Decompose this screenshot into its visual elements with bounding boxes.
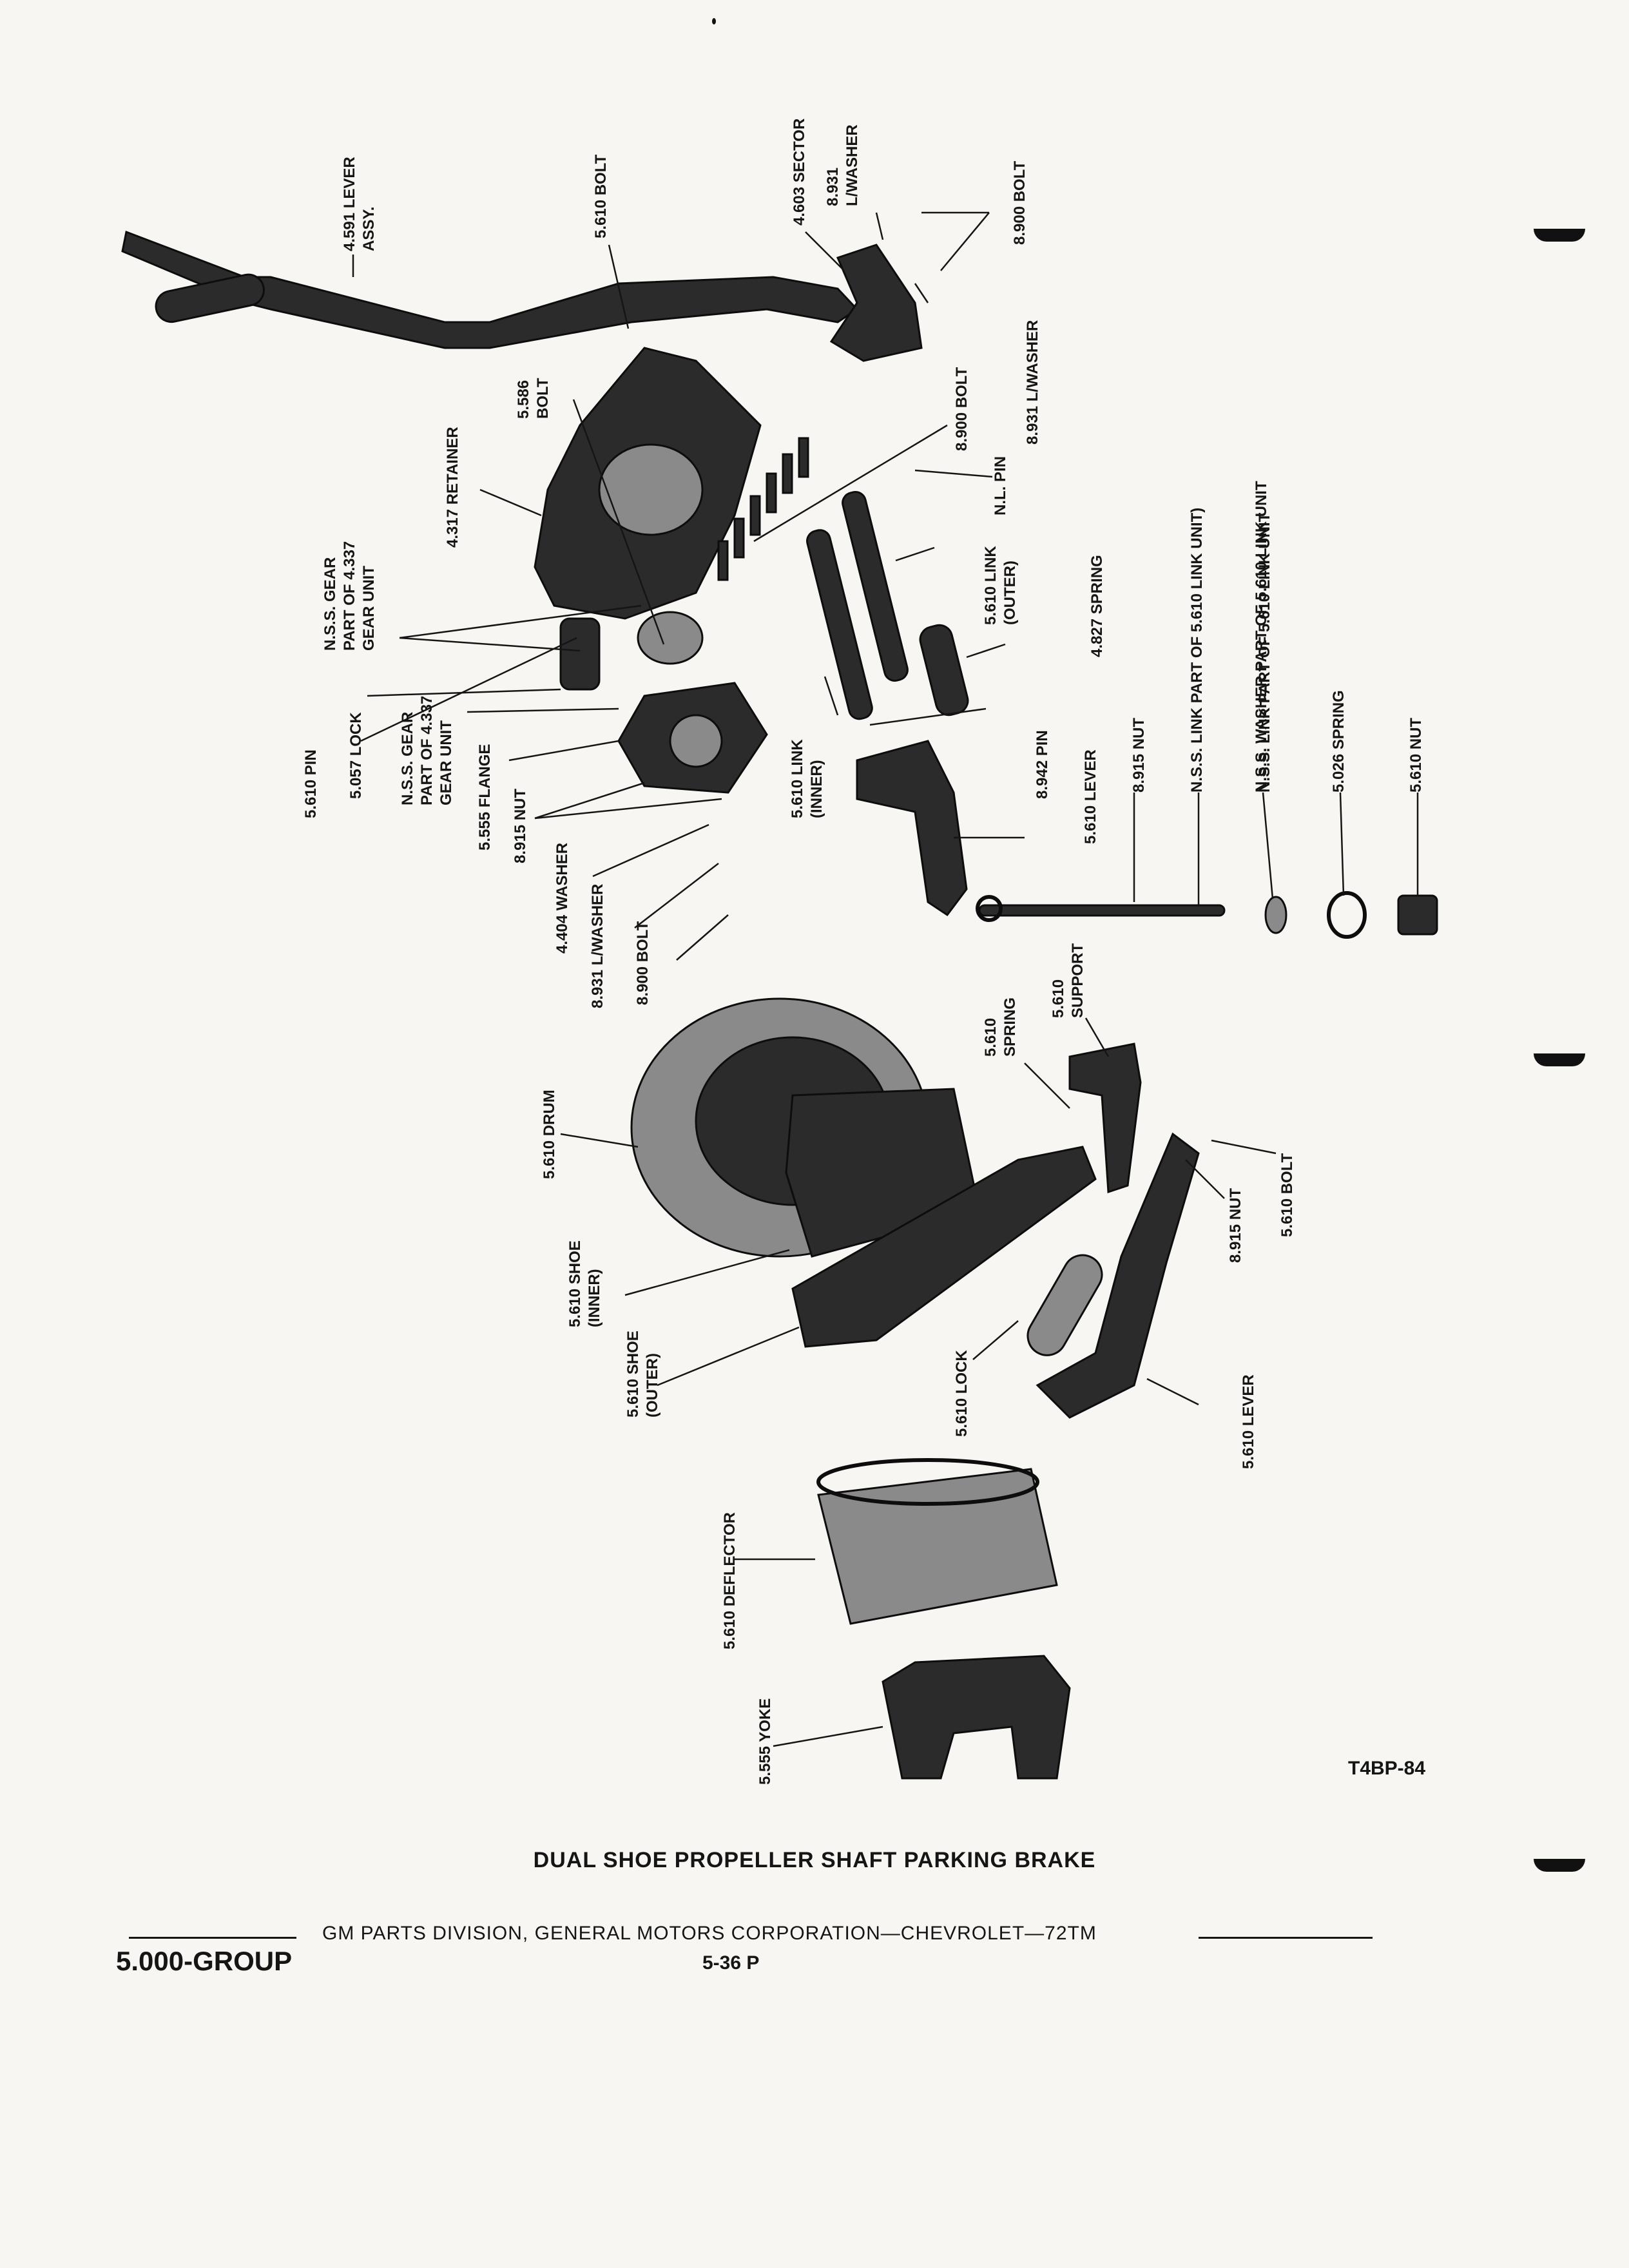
gear-ring	[637, 611, 704, 665]
mid-lever	[856, 740, 968, 917]
callout-nss-link-unit-b: N.S.S. LINK PART OF 5.610 LINK UNIT	[1256, 512, 1273, 793]
callout-lock-610: 5.610 LOCK	[953, 1350, 970, 1437]
callout-bolt-900-top: 8.900 BOLT	[1011, 160, 1028, 245]
flange-hub	[669, 714, 723, 768]
retainer-bore	[598, 443, 704, 536]
callout-bolt-610-lower: 5.610 BOLT	[1278, 1153, 1296, 1237]
deflector	[817, 1468, 1058, 1625]
leader-lines	[352, 211, 1419, 1747]
footer-rule-left	[129, 1937, 296, 1939]
rod-hook	[976, 895, 1003, 922]
binding-mark	[1534, 229, 1585, 242]
callout-shoe-inner: 5.610 SHOE(INNER)	[566, 1240, 603, 1327]
callout-nss-washer: N.S.S. WASHER PART OF 5.610 LINK UNIT	[1253, 481, 1270, 793]
callout-lever-610-low: 5.610 LEVER	[1240, 1374, 1257, 1469]
nut-610-part	[1397, 894, 1438, 936]
callout-yoke: 5.555 YOKE	[757, 1698, 774, 1785]
callout-nut-610: 5.610 NUT	[1407, 718, 1425, 793]
figure-title: DUAL SHOE PROPELLER SHAFT PARKING BRAKE	[533, 1848, 1096, 1872]
callout-lwasher-931-low: 8.931 L/WASHER	[589, 884, 606, 1008]
callout-lwasher-right: 8.931 L/WASHER	[1024, 320, 1041, 445]
bolt-cluster	[717, 437, 809, 581]
callout-pin-610: 5.610 PIN	[302, 749, 320, 818]
link-inner	[806, 529, 873, 720]
lever-handle	[155, 273, 265, 323]
callout-retainer: 4.317 RETAINER	[444, 427, 461, 548]
shoe-outer	[791, 1146, 1097, 1348]
callout-link-outer: 5.610 LINK(OUTER)	[982, 546, 1019, 625]
speck	[712, 18, 716, 24]
page-number: 5-36 P	[702, 1952, 760, 1974]
spring-827	[919, 624, 969, 716]
sector	[829, 244, 923, 362]
callout-sector: 4.603 SECTOR	[791, 119, 808, 226]
callout-lever-610-mid: 5.610 LEVER	[1082, 749, 1099, 844]
spring-026-part	[1327, 891, 1367, 939]
callout-nut-915-left: 8.915 NUT	[512, 789, 529, 863]
parts-artwork	[121, 230, 1438, 1780]
callout-nut-915-right: 8.915 NUT	[1130, 718, 1148, 793]
support	[1068, 1043, 1142, 1194]
callout-lock-057: 5.057 LOCK	[347, 712, 365, 799]
callout-bolt-top: 5.610 BOLT	[592, 154, 610, 238]
binding-mark	[1534, 1859, 1585, 1872]
lock-pins	[1027, 1254, 1103, 1356]
callout-link-inner: 5.610 LINK(INNER)	[789, 739, 825, 818]
callout-nss-link-unit-a: N.S.S. LINK PART OF 5.610 LINK UNIT)	[1188, 508, 1206, 793]
link-rod	[978, 904, 1226, 917]
washer-part	[1264, 896, 1287, 934]
binding-mark	[1534, 1053, 1585, 1066]
yoke	[882, 1655, 1071, 1780]
callout-nl-pin: N.L. PIN	[992, 456, 1009, 515]
callout-pin-942: 8.942 PIN	[1034, 730, 1051, 799]
link-outer	[842, 490, 909, 682]
callout-drum: 5.610 DRUM	[541, 1090, 558, 1179]
deflector-rim	[816, 1458, 1039, 1506]
lower-lever	[1036, 1132, 1200, 1419]
callout-flange: 5.555 FLANGE	[476, 744, 494, 850]
callout-bolt-900-mid: 8.900 BOLT	[953, 367, 970, 451]
callout-deflector: 5.610 DEFLECTOR	[721, 1512, 738, 1649]
figure-id: T4BP-84	[1348, 1758, 1426, 1779]
gear-shaft	[559, 617, 601, 691]
callout-bolt-900-low: 8.900 BOLT	[634, 921, 651, 1005]
footer-rule-right	[1199, 1937, 1373, 1939]
callout-shoe-outer: 5.610 SHOE(OUTER)	[624, 1331, 661, 1418]
group-label: 5.000-GROUP	[116, 1946, 293, 1976]
callout-nut-915-lower: 8.915 NUT	[1227, 1188, 1244, 1263]
callout-spring-026: 5.026 SPRING	[1330, 690, 1347, 793]
footer-credit: GM PARTS DIVISION, GENERAL MOTORS CORPOR…	[322, 1923, 1097, 1944]
callout-spring-827: 4.827 SPRING	[1088, 555, 1106, 657]
callout-washer-404: 4.404 WASHER	[554, 843, 571, 954]
